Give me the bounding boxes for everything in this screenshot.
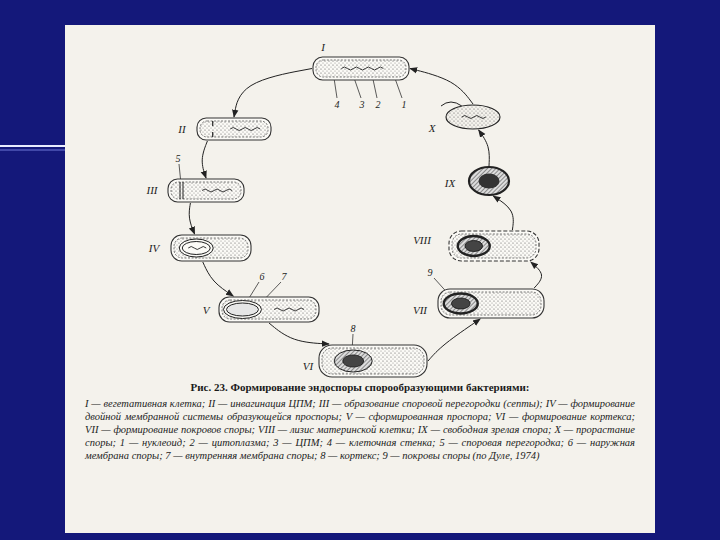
cell-drawing <box>318 344 428 378</box>
cell-stage: X <box>445 104 501 130</box>
cell-drawing <box>218 296 320 323</box>
cell-stage: V <box>218 296 320 323</box>
cell-drawing <box>312 56 410 81</box>
leader-lines <box>179 70 452 352</box>
cell-drawing <box>437 288 545 319</box>
stage-arrow <box>428 319 480 361</box>
stage-arrow <box>234 69 312 118</box>
cell-stage: IV <box>170 234 252 262</box>
stage-arrow <box>203 262 234 296</box>
stage-arrow <box>493 196 513 230</box>
cell-stage: II <box>196 117 272 141</box>
stage-arrow <box>410 69 473 105</box>
callout-number: 3 <box>360 99 365 110</box>
figure-legend-text: I — вегетативная клетка; II — инвагинаци… <box>85 397 635 462</box>
stage-numeral: VIII <box>413 234 431 246</box>
cell-drawing <box>167 178 245 203</box>
cell-stage: VI <box>318 344 428 378</box>
stage-arrow <box>531 262 542 288</box>
stage-numeral: IV <box>149 242 159 254</box>
callout-number: 4 <box>335 99 340 110</box>
callout-number: 5 <box>176 153 181 164</box>
callout-number: 1 <box>402 99 407 110</box>
stage-arrow <box>189 203 194 234</box>
cell-drawing <box>445 104 501 130</box>
stage-arrow <box>479 130 490 166</box>
cell-stage: VII <box>437 288 545 319</box>
callout-number: 6 <box>260 271 265 282</box>
stage-numeral: V <box>203 304 210 316</box>
cell-drawing <box>196 117 272 141</box>
figure-caption: Рис. 23. Формирование эндоспоры спорообр… <box>85 381 635 393</box>
callout-number: 8 <box>351 323 356 334</box>
cell-drawing <box>448 230 540 262</box>
stage-arrow <box>269 323 329 344</box>
stage-numeral: VII <box>413 304 427 316</box>
stage-numeral: X <box>429 122 436 134</box>
cell-drawing <box>468 166 510 196</box>
callout-number: 9 <box>428 267 433 278</box>
stage-numeral: II <box>178 123 185 135</box>
cell-drawing <box>170 234 252 262</box>
callout-number: 7 <box>282 271 287 282</box>
stage-arrow <box>202 141 207 178</box>
slide-rule <box>0 150 66 151</box>
stage-numeral: IX <box>445 177 455 189</box>
cell-stage: IX <box>468 166 510 196</box>
callout-number: 2 <box>376 99 381 110</box>
cell-stage: VIII <box>448 230 540 262</box>
stage-numeral: III <box>147 184 158 196</box>
stage-numeral: I <box>321 41 325 53</box>
stage-numeral: VI <box>303 360 313 372</box>
slide-rule <box>0 145 66 147</box>
cell-stage: III <box>167 178 245 203</box>
cell-stage: I <box>312 56 410 81</box>
page-sheet <box>65 25 655 533</box>
